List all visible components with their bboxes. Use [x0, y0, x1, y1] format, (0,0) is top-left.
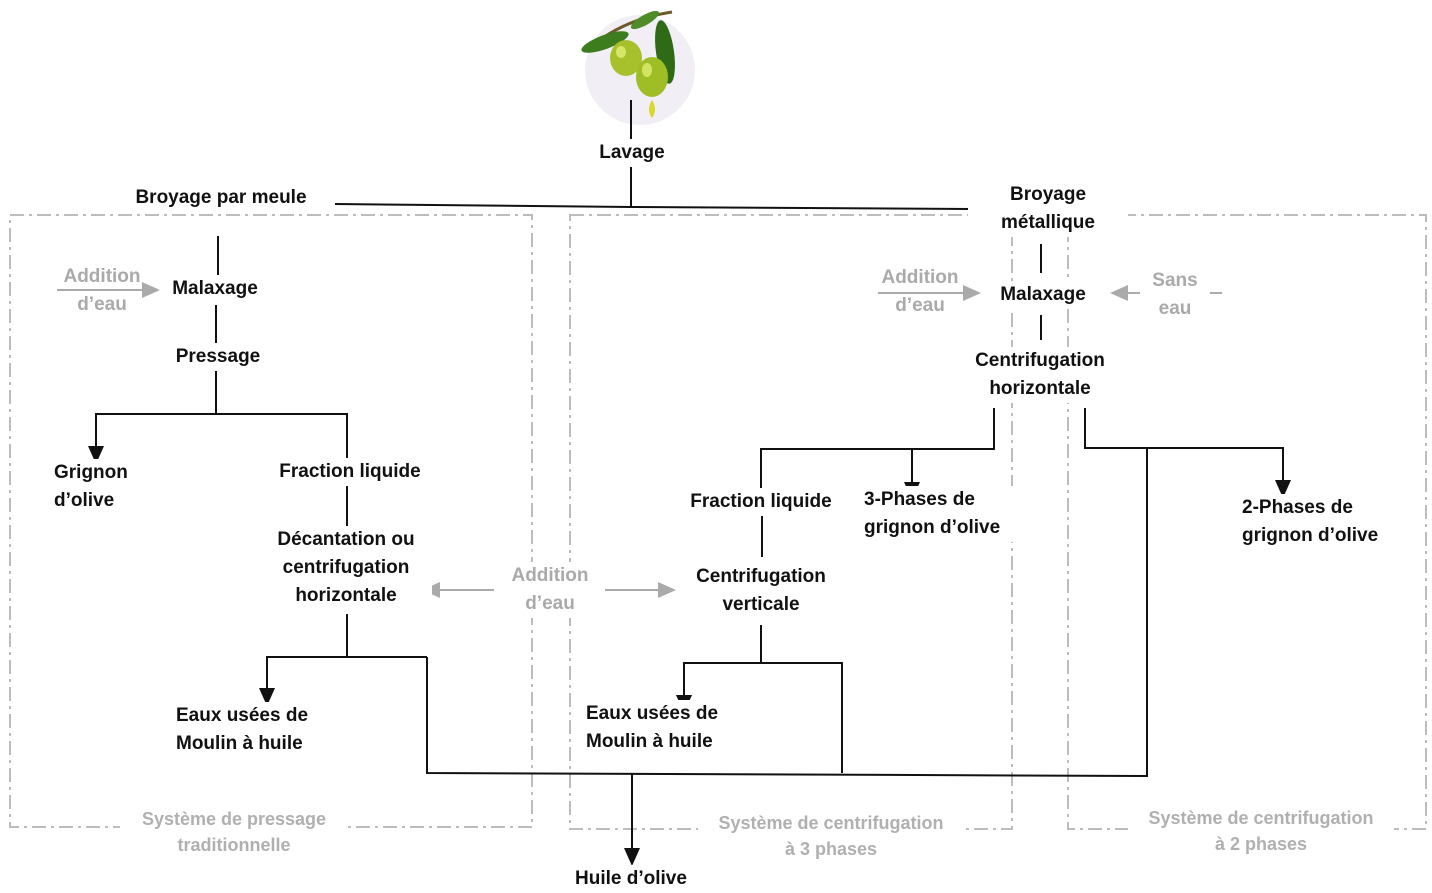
node-centrifugation-horizontale: Centrifugation horizontale: [960, 347, 1120, 403]
node-3-phases: 3-Phases de grignon d’olive: [864, 486, 1014, 542]
connector-broyage-split: [334, 203, 971, 210]
node-grignon-olive: Grignon d’olive: [54, 459, 154, 515]
system-label-centrif2: Système de centrifugation à 2 phases: [1128, 805, 1394, 857]
node-pressage: Pressage: [166, 343, 270, 371]
node-fraction-liquide-left: Fraction liquide: [266, 458, 434, 486]
node-huile-olive: Huile d’olive: [560, 865, 702, 893]
connector-to-eaux-mid: [676, 662, 843, 773]
label-addition-eau-right: Addition d’eau: [881, 267, 959, 316]
node-fraction-liquide-mid: Fraction liquide: [678, 488, 844, 516]
node-eaux-usees-mid: Eaux usées de Moulin à huile: [586, 700, 736, 756]
node-decantation: Décantation ou centrifugation horizontal…: [260, 526, 432, 610]
system-label-pressage: Système de pressage traditionnelle: [120, 806, 348, 858]
connector-to-eaux-left: [259, 656, 427, 706]
node-eaux-usees-left: Eaux usées de Moulin à huile: [176, 702, 346, 758]
label-addition-eau-left: Addition d’eau: [63, 266, 141, 315]
label-sans-eau: Sans eau: [1140, 267, 1210, 323]
node-malaxage-left: Malaxage: [160, 275, 270, 303]
connector-to-grignon: [88, 413, 348, 464]
water-arrows: [57, 282, 1222, 598]
node-2-phases: 2-Phases de grignon d’olive: [1242, 494, 1392, 550]
node-centrifugation-verticale: Centrifugation verticale: [680, 563, 842, 619]
connector-oil-collector: [426, 448, 1148, 778]
system-label-centrif3: Système de centrifugation à 3 phases: [698, 810, 964, 862]
connector-centrif-2phases: [1084, 408, 1291, 498]
connector-centrif-3phases: [760, 408, 995, 488]
olive-branch-icon: [581, 10, 695, 125]
label-addition-eau-center: Addition d’eau: [500, 562, 600, 618]
node-lavage: Lavage: [585, 139, 679, 167]
node-malaxage-right: Malaxage: [988, 281, 1098, 309]
node-broyage-metallique: Broyage métallique: [968, 181, 1128, 237]
node-broyage-meule: Broyage par meule: [108, 184, 334, 212]
connectors: [88, 100, 1291, 866]
